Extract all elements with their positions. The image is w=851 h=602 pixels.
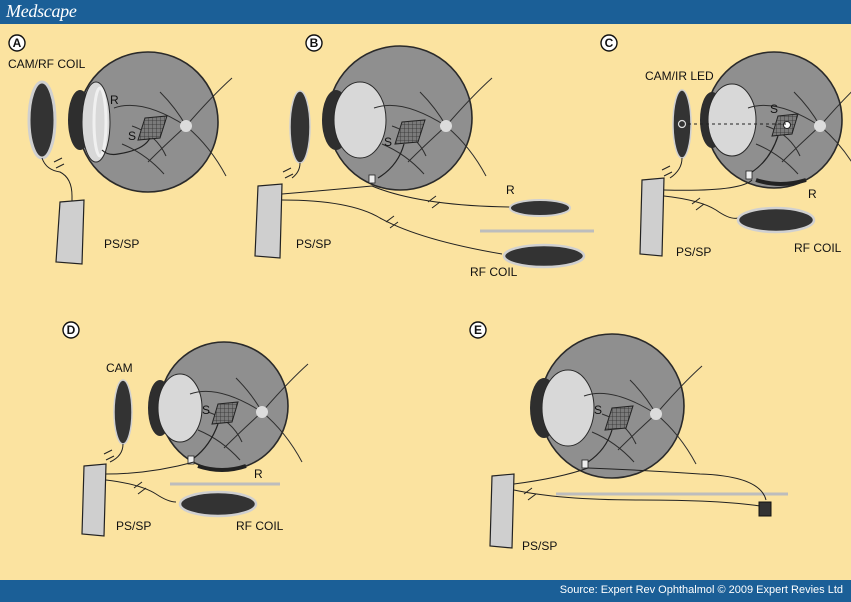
panel-d-badge xyxy=(62,321,80,339)
panel-b: B S PS/SP R RF C xyxy=(254,34,594,279)
panel-c-rf-coil xyxy=(736,206,816,234)
panel-c: C CAM/IR LED S R PS/SP xyxy=(600,34,851,259)
panel-b-ps-box xyxy=(254,183,283,259)
panel-c-ps-label: PS/SP xyxy=(676,245,711,259)
panel-c-s-label: S xyxy=(770,102,778,116)
footer-bar: Source: Expert Rev Ophthalmol © 2009 Exp… xyxy=(0,580,851,602)
panel-b-cable-r xyxy=(281,185,513,208)
header-bar: Medscape xyxy=(0,0,851,24)
panel-d: D CAM S R PS/SP xyxy=(62,321,309,537)
panel-c-ps-box xyxy=(639,177,665,257)
panel-b-cam xyxy=(289,90,311,164)
panel-a: A CAM/RF COIL R S PS/SP xyxy=(8,34,233,265)
panel-a-cam-label: CAM/RF COIL xyxy=(8,57,86,71)
panel-c-cam-label: CAM/IR LED xyxy=(645,69,714,83)
retinal-implant-diagram: A CAM/RF COIL R S PS/SP B xyxy=(8,34,851,553)
panel-b-rf-coil xyxy=(502,243,586,269)
panel-e-eye xyxy=(530,333,703,479)
panel-b-implant-chip xyxy=(394,119,426,145)
panel-b-receiver-coil xyxy=(509,199,571,217)
panel-a-cam-coil xyxy=(27,80,57,160)
panel-e: E S PS/SP xyxy=(469,321,788,553)
panel-b-label: B xyxy=(310,36,319,50)
panel-e-implant-chip xyxy=(604,405,634,431)
panel-a-ps-box xyxy=(55,199,85,265)
panel-d-cam xyxy=(113,379,133,445)
panel-e-label: E xyxy=(474,323,482,337)
panel-d-ps-label: PS/SP xyxy=(116,519,151,533)
panel-b-ps-label: PS/SP xyxy=(296,237,331,251)
panel-d-cam-label: CAM xyxy=(106,361,133,375)
panel-d-s-label: S xyxy=(202,403,210,417)
panel-c-label: C xyxy=(605,36,614,50)
panel-d-eye xyxy=(148,341,309,472)
source-credit: Source: Expert Rev Ophthalmol © 2009 Exp… xyxy=(559,584,843,596)
panel-c-r-label: R xyxy=(808,187,817,201)
panel-e-s-label: S xyxy=(594,403,602,417)
panel-c-badge xyxy=(600,34,618,52)
panel-a-label: A xyxy=(13,36,22,50)
panel-d-rf-coil xyxy=(178,490,258,518)
panel-d-implant-chip xyxy=(211,401,239,425)
panel-a-s-label: S xyxy=(128,129,136,143)
panel-a-r-label: R xyxy=(110,93,119,107)
panel-b-rf-label: RF COIL xyxy=(470,265,518,279)
panel-e-ps-label: PS/SP xyxy=(522,539,557,553)
panel-d-r-label: R xyxy=(254,467,263,481)
panel-b-s-label: S xyxy=(384,135,392,149)
panel-e-connector xyxy=(758,501,772,517)
panel-d-ps-box xyxy=(81,463,107,537)
panel-a-cable xyxy=(41,157,73,202)
panel-b-r-label: R xyxy=(506,183,515,197)
panel-a-badge xyxy=(8,34,26,52)
panel-a-implant-chip xyxy=(137,115,168,141)
panel-b-eye xyxy=(322,45,493,191)
panel-b-cable-rf xyxy=(281,199,503,255)
panel-c-eye xyxy=(700,51,851,189)
panel-d-label: D xyxy=(67,323,76,337)
panel-e-ps-box xyxy=(489,473,515,549)
panel-a-ps-label: PS/SP xyxy=(104,237,139,251)
panel-d-rf-label: RF COIL xyxy=(236,519,284,533)
panel-c-rf-label: RF COIL xyxy=(794,241,842,255)
medscape-logo: Medscape xyxy=(6,1,77,21)
panel-a-eye xyxy=(68,51,233,193)
panel-b-badge xyxy=(305,34,323,52)
panel-e-badge xyxy=(469,321,487,339)
